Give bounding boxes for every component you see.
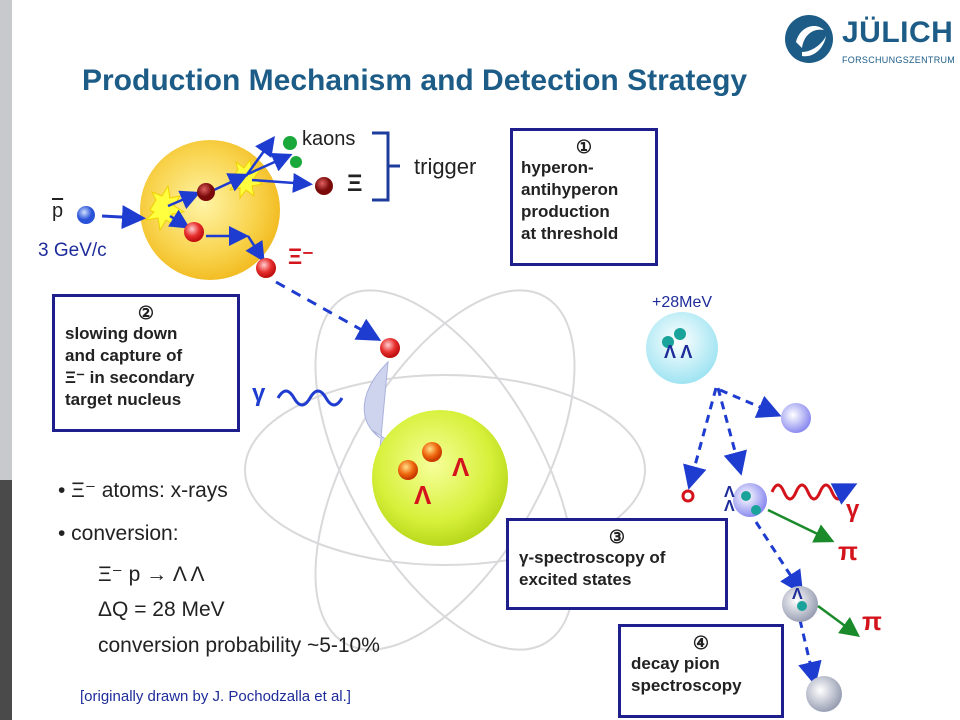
step2-line3: Ξ⁻ in secondary xyxy=(65,368,195,387)
step3-line2: excited states xyxy=(519,570,632,589)
bullet-conversion: • conversion: xyxy=(58,522,179,545)
xi-minus-particle-out xyxy=(256,258,276,278)
step2-line1: slowing down xyxy=(65,324,178,343)
xi-bar-particle xyxy=(197,183,215,201)
pion-arrow xyxy=(817,604,861,637)
step3-box: ③ γ-spectroscopy of excited states xyxy=(506,518,728,610)
step1-line1: hyperon- xyxy=(521,158,594,177)
step2-number: ② xyxy=(137,303,155,323)
momentum-label: 3 GeV/c xyxy=(38,240,107,261)
step1-line4: at threshold xyxy=(521,224,619,243)
lambda-single-label: Λ xyxy=(792,586,803,603)
step1-line3: production xyxy=(521,202,610,221)
antiproton-label: p xyxy=(52,200,64,222)
conversion-reaction: Ξ⁻ p → Λ Λ xyxy=(98,563,205,586)
step4-line1: decay pion xyxy=(631,654,720,673)
decay-fragment-small xyxy=(681,489,695,503)
step4-box: ④ decay pion spectroscopy xyxy=(618,624,784,718)
logo-name: JÜLICH xyxy=(842,16,954,49)
step1-box: ① hyperon- antihyperon production at thr… xyxy=(510,128,658,266)
step4-line2: spectroscopy xyxy=(631,676,742,695)
hypernucleus-green xyxy=(372,410,508,546)
step2-line4: target nucleus xyxy=(65,390,182,409)
hypernucleus-lambdas-label: Λ Λ xyxy=(664,342,693,362)
xi-bar-particle-out xyxy=(315,177,333,195)
energy-label: +28MeV xyxy=(652,294,713,311)
step1-number: ① xyxy=(575,137,593,157)
sidebar-bottom-bar xyxy=(0,480,12,720)
excited-hypernucleus xyxy=(646,312,718,384)
step4-number: ④ xyxy=(692,633,710,653)
gamma-wave-out xyxy=(770,483,846,501)
hypernucleus-ground xyxy=(733,483,767,517)
xi-path-dashed xyxy=(275,280,382,341)
pion1-label: π xyxy=(838,536,858,566)
xi-minus-particle xyxy=(184,222,204,242)
logo-subtitle: FORSCHUNGSZENTRUM xyxy=(842,55,956,65)
kaon-particle xyxy=(290,156,302,168)
xi-capture-particle xyxy=(380,338,400,358)
lambda-dot xyxy=(674,328,686,340)
credit-text: [originally drawn by J. Pochodzalla et a… xyxy=(80,688,351,705)
step2-box: ② slowing down and capture of Ξ⁻ in seco… xyxy=(52,294,240,432)
trigger-bracket xyxy=(372,131,400,202)
lambda1-label: Λ xyxy=(452,452,470,482)
conversion-probability: conversion probability ~5-10% xyxy=(98,634,380,657)
step2-line2: and capture of xyxy=(65,346,183,365)
lambda2-label: Λ xyxy=(414,480,432,510)
gamma-in-label: γ xyxy=(252,380,266,407)
xi-minus-label: Ξ⁻ xyxy=(288,244,314,269)
lambda-dot xyxy=(662,336,674,348)
atom-orbits xyxy=(244,289,646,651)
trigger-label: trigger xyxy=(414,154,477,179)
step1-line2: antihyperon xyxy=(521,180,619,199)
kaon-particle xyxy=(283,136,297,150)
julich-logo-icon xyxy=(785,15,833,63)
sidebar-top-bar xyxy=(0,0,12,480)
lambda-particle xyxy=(398,460,418,480)
antiproton-particle xyxy=(77,206,95,224)
xi-label: Ξ xyxy=(347,170,363,197)
step3-number: ③ xyxy=(608,527,626,547)
lambda-dot xyxy=(741,491,751,501)
slide-title: Production Mechanism and Detection Strat… xyxy=(82,64,748,97)
decay-fragment xyxy=(781,403,811,433)
incoming-arrow xyxy=(101,205,146,230)
gamma-wave-in xyxy=(276,389,344,407)
kaons-label: kaons xyxy=(302,128,356,150)
gamma-out-label: γ xyxy=(846,496,860,523)
pion-arrow xyxy=(767,508,835,543)
step3-line1: γ-spectroscopy of xyxy=(519,548,666,567)
lambda-particle xyxy=(422,442,442,462)
lambda-dot xyxy=(797,601,807,611)
conversion-q-value: ΔQ = 28 MeV xyxy=(98,598,225,621)
lambda-pair-label: Λ Λ xyxy=(724,484,735,515)
lambda-dot xyxy=(751,505,761,515)
capture-arrow xyxy=(363,360,398,449)
pion2-label: π xyxy=(862,606,882,636)
bullet-atoms: • Ξ⁻ atoms: x-rays xyxy=(58,479,228,502)
final-nucleus xyxy=(806,676,842,712)
